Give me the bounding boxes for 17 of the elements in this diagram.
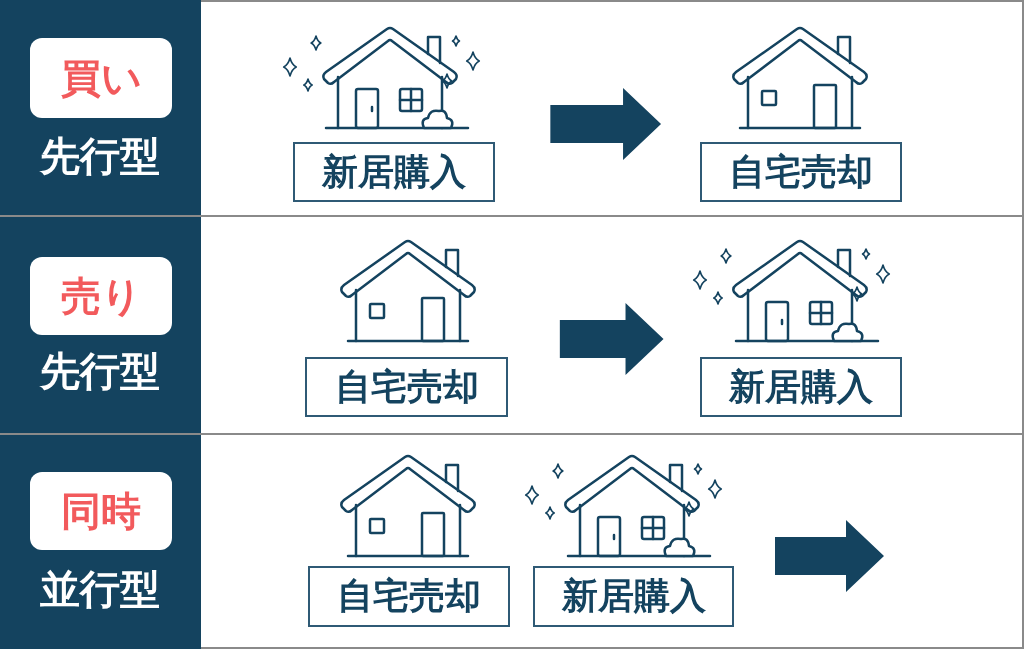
side-panel xyxy=(0,0,201,215)
step-box: 自宅売却 xyxy=(700,142,902,202)
step-box: 新居購入 xyxy=(533,566,734,627)
block-arrow xyxy=(550,88,662,160)
row-label: 先行型 xyxy=(39,347,161,395)
category-tag: 売り xyxy=(30,257,172,335)
step-box: 自宅売却 xyxy=(305,357,508,417)
step-box: 自宅売却 xyxy=(308,566,510,627)
side-panel xyxy=(0,217,201,433)
row-label: 並行型 xyxy=(39,565,161,613)
step-box: 新居購入 xyxy=(700,357,902,417)
block-arrow xyxy=(559,303,664,375)
category-tag: 買い xyxy=(30,38,172,118)
category-tag: 同時 xyxy=(30,472,172,550)
side-panel xyxy=(0,435,201,649)
step-box: 新居購入 xyxy=(293,142,495,202)
row-label: 先行型 xyxy=(39,132,161,180)
